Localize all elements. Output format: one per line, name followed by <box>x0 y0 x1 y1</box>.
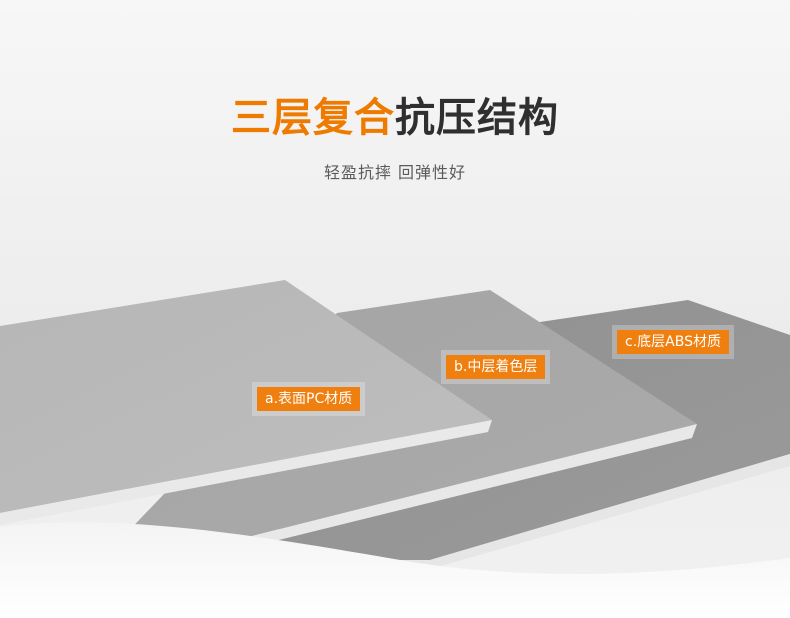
layer-b-tag: b.中层着色层 <box>441 350 551 384</box>
layer-a-tag: a.表面PC材质 <box>252 382 366 416</box>
layer-c-tag: c.底层ABS材质 <box>612 325 734 359</box>
layer-c-label: c.底层ABS材质 <box>617 330 729 354</box>
title-dark: 抗压结构 <box>395 95 559 141</box>
page-title: 三层复合抗压结构 <box>0 86 790 150</box>
layer-a-label: a.表面PC材质 <box>257 387 361 411</box>
title-accent: 三层复合 <box>231 95 395 141</box>
layer-b-label: b.中层着色层 <box>446 355 546 379</box>
layer-a-panel <box>0 280 492 525</box>
floor-curve <box>0 522 790 618</box>
page-subtitle: 轻盈抗摔 回弹性好 <box>323 163 467 182</box>
